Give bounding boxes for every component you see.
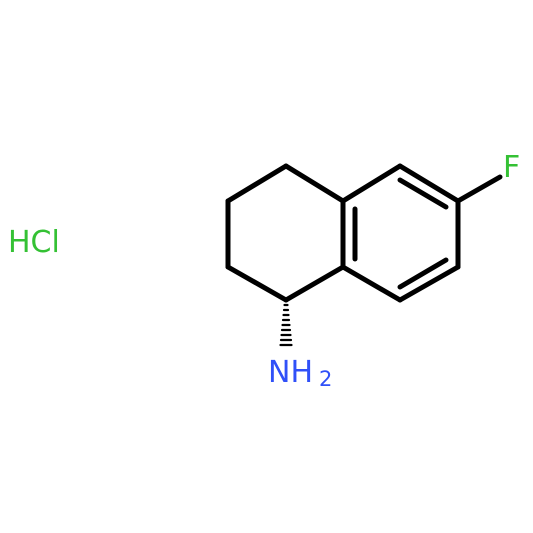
bond-c5ar-c6-inner (397, 177, 449, 210)
hashed-wedge-bond (279, 303, 293, 347)
fluorine-label: F (503, 150, 520, 185)
bond-c8-c8a (340, 264, 403, 303)
bond-c7-c8-outer (397, 264, 461, 303)
bond-c7-c8-inner (397, 257, 449, 290)
amine-subscript: 2 (319, 367, 332, 391)
amine-label: NH (268, 355, 313, 390)
bond-c5-c4 (225, 163, 289, 204)
bond-c3-c2 (225, 264, 289, 303)
bond-c5-c4a (283, 163, 346, 204)
counterion-label: HCl (8, 225, 60, 260)
bond-c6-f (455, 174, 503, 204)
bond-c5ar-c6-outer (397, 163, 461, 204)
bond-c1-c8a (283, 264, 346, 303)
bond-c4a-c5ar (340, 163, 403, 204)
bond-group (225, 163, 503, 303)
